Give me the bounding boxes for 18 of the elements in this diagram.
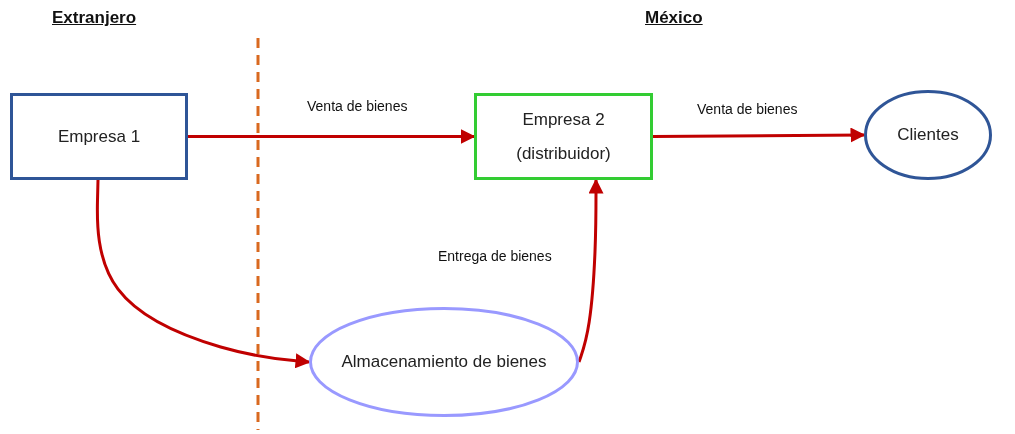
arrow <box>188 129 476 144</box>
region-heading: México <box>645 8 703 28</box>
arrow <box>577 178 604 363</box>
process-box <box>474 93 653 180</box>
ellipse-node <box>864 90 992 180</box>
region-heading: Extranjero <box>52 8 137 28</box>
node-label: Empresa 2 <box>522 109 605 130</box>
ellipse-node <box>309 307 579 417</box>
node-label: (distribuidor) <box>516 143 611 164</box>
arrow <box>653 127 866 143</box>
arrow <box>95 179 311 369</box>
node-label: Empresa 1 <box>57 126 141 147</box>
edge-label: Entrega de bienes <box>436 248 554 264</box>
node-label: Almacenamiento de bienes <box>341 352 547 372</box>
node-label: Clientes <box>897 125 959 145</box>
process-box <box>10 93 188 180</box>
edge-label: Venta de bienes <box>305 98 410 114</box>
edge-label: Venta de bienes <box>695 101 800 117</box>
